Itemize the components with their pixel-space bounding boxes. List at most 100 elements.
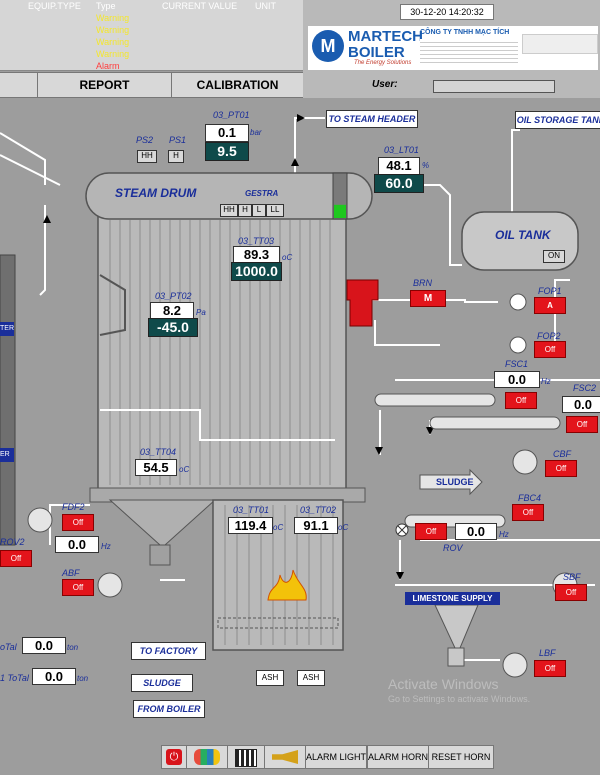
windows-logo-icon [194, 749, 220, 765]
ash-2-label[interactable]: ASH [297, 670, 325, 686]
from-boiler-label[interactable]: FROM BOILER [133, 700, 205, 718]
tt03-value: 1000.0 [231, 262, 282, 281]
calculator-button[interactable] [227, 745, 265, 769]
screw-conveyor-1 [374, 393, 496, 407]
pt01-setpoint[interactable]: 0.1 [205, 124, 249, 142]
windows-activation-hint: Go to Settings to activate Windows. [388, 694, 531, 704]
logo-address-block [420, 39, 518, 63]
sbf-button[interactable]: Off [555, 584, 587, 601]
total1-value: 0.0 [22, 637, 66, 654]
lt01-value: 60.0 [374, 174, 424, 193]
alarm-horn-icon-button[interactable] [264, 745, 306, 769]
fsc1-speed[interactable]: 0.0 [494, 371, 540, 388]
warning-row: Warning [96, 37, 130, 47]
fsc1-unit: Hz [541, 377, 551, 386]
ash-1-label[interactable]: ASH [256, 670, 284, 686]
cbf-button[interactable]: Off [545, 460, 577, 477]
ps1-tag: PS1 [169, 135, 187, 145]
lt01-tag: 03_LT01 [384, 145, 419, 155]
brn-mode-button[interactable]: M [410, 290, 446, 307]
total1-unit: ton [67, 643, 79, 652]
pt02-tag: 03_PT02 [155, 291, 192, 301]
pt02-unit: Pa [196, 308, 206, 317]
fdf2-button[interactable]: Off [62, 514, 94, 531]
ash-hopper [108, 499, 217, 546]
valve-icon [395, 523, 409, 537]
fop1-mode-button[interactable]: A [534, 297, 566, 314]
fsc2-button[interactable]: Off [566, 416, 598, 433]
pt02-value: -45.0 [148, 318, 198, 337]
datetime-display: 30-12-20 14:20:32 [400, 4, 494, 20]
sludge-out-label[interactable]: SLUDGE [131, 674, 193, 692]
pt02-setpoint[interactable]: 8.2 [150, 302, 194, 319]
total1-label: oTal [0, 642, 17, 652]
tt02-tag: 03_TT02 [300, 505, 337, 515]
fbc4-button[interactable]: Off [512, 504, 544, 521]
to-steam-header-label[interactable]: TO STEAM HEADER [326, 110, 418, 128]
tt04-unit: oC [179, 465, 190, 474]
rov2-tag: ROV2 [0, 537, 25, 547]
tt01-tag: 03_TT01 [233, 505, 270, 515]
ps2-tag: PS2 [136, 135, 154, 145]
alarm-light-button[interactable]: ALARM LIGHT [305, 745, 367, 769]
limestone-outlet [447, 647, 465, 667]
screw-conveyor-2 [429, 416, 561, 430]
rov-button[interactable]: Off [415, 523, 447, 540]
internal-pipe [100, 409, 335, 441]
user-field[interactable] [433, 80, 555, 93]
reset-horn-button[interactable]: RESET HORN [428, 745, 494, 769]
tt04-value: 54.5 [135, 459, 177, 476]
power-icon: ⏻ [166, 749, 182, 765]
oil-tank-label: OIL TANK [495, 228, 551, 242]
ps2-hh-indicator: HH [137, 150, 157, 163]
burner [346, 279, 379, 327]
oil-storage-tank-label[interactable]: OIL STORAGE TANK [515, 111, 600, 129]
brn-tag: BRN [413, 278, 433, 288]
gestra-label: GESTRA [245, 189, 279, 198]
tt01-value: 119.4 [228, 517, 273, 534]
abf-button[interactable]: Off [62, 579, 94, 596]
ter-label: TER [0, 322, 14, 336]
fsc1-button[interactable]: Off [505, 392, 537, 409]
lbf-button[interactable]: Off [534, 660, 566, 677]
steam-drum [85, 172, 373, 220]
fdf2-tag: FDF2 [62, 502, 85, 512]
windows-activation-watermark: Activate Windows [388, 676, 499, 692]
fsc2-tag: FSC2 [573, 383, 597, 393]
user-label: User: [372, 79, 398, 90]
lt01-setpoint[interactable]: 48.1 [378, 157, 420, 175]
to-factory-label[interactable]: TO FACTORY [131, 642, 206, 660]
fdf2-unit: Hz [101, 542, 111, 551]
rov-speed[interactable]: 0.0 [455, 523, 497, 540]
flame-icon [267, 569, 307, 601]
level-l-indicator: L [252, 204, 266, 217]
spacer [100, 160, 300, 161]
fdf2-speed[interactable]: 0.0 [55, 536, 99, 553]
tt03-setpoint[interactable]: 89.3 [233, 246, 280, 263]
report-button[interactable]: REPORT [37, 72, 172, 98]
logo-brand-top: MARTECH [348, 28, 423, 45]
power-button[interactable]: ⏻ [161, 745, 187, 769]
alarm-row: Alarm [96, 61, 120, 71]
fsc1-tag: FSC1 [505, 359, 529, 369]
sbf-tag: SBF [563, 572, 581, 582]
fbc4-tag: FBC4 [518, 493, 542, 503]
abf-tag: ABF [62, 568, 80, 578]
tt01-unit: oC [273, 523, 284, 532]
fsc2-speed[interactable]: 0.0 [562, 396, 600, 413]
pt01-value: 9.5 [205, 142, 249, 161]
er-label: ER [0, 448, 14, 462]
nav-button-left[interactable] [0, 72, 38, 98]
alarm-horn-button[interactable]: ALARM HORN [367, 745, 429, 769]
total2-unit: ton [77, 674, 89, 683]
limestone-supply-label[interactable]: LIMESTONE SUPPLY [405, 592, 500, 605]
col-type: Type [96, 1, 116, 11]
level-hh-indicator: HH [220, 204, 238, 217]
warning-row: Warning [96, 13, 130, 23]
rov2-button[interactable]: Off [0, 550, 32, 567]
fop2-button[interactable]: Off [534, 341, 566, 358]
steam-drum-label: STEAM DRUM [115, 186, 197, 200]
windows-button[interactable] [186, 745, 228, 769]
calibration-button[interactable]: CALIBRATION [171, 72, 304, 98]
alarm-summary-panel: EQUIP.TYPE Type CURRENT VALUE UNIT Warni… [0, 0, 303, 71]
